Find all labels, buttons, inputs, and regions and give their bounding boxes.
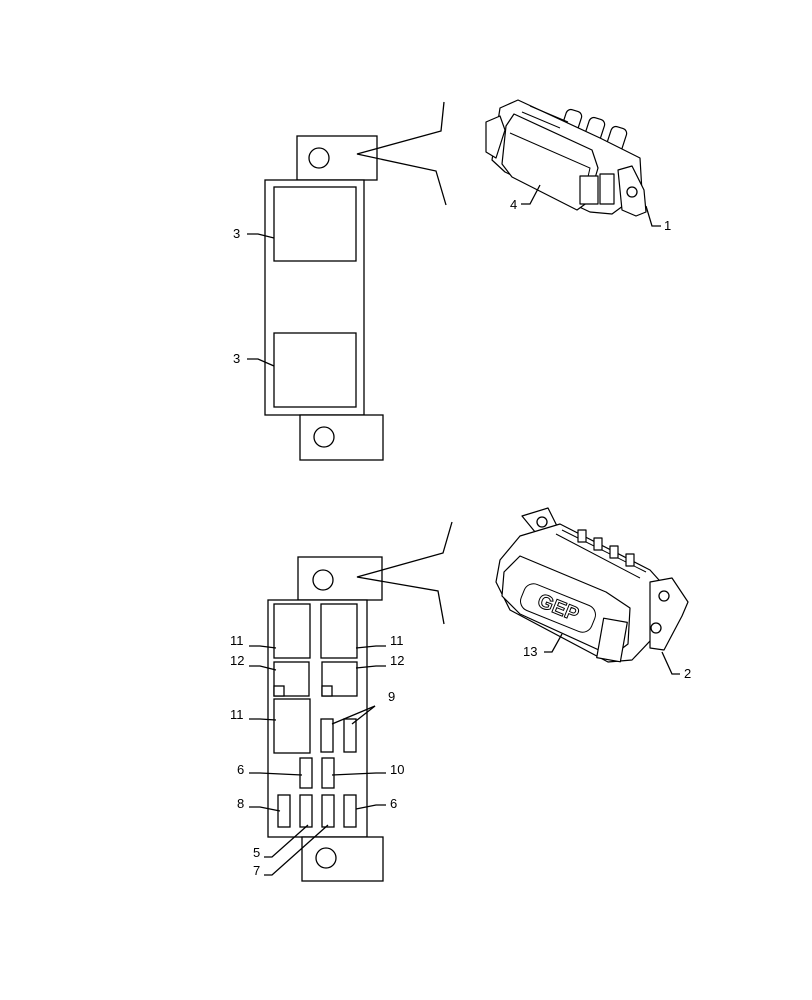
- fuse-9-right: [343, 718, 357, 753]
- lower-cover-illustration: GEP: [495, 507, 689, 663]
- relay-11-left-a: [273, 603, 311, 659]
- lower-bottom-mount-tab: [301, 836, 384, 882]
- fuse-5: [299, 794, 313, 828]
- lower-top-mount-hole: [312, 569, 334, 591]
- fuse-6-mid: [299, 757, 313, 789]
- lower-bracket-screw: [650, 622, 662, 634]
- callout-8: 8: [237, 796, 244, 811]
- lower-cover-lid: [501, 555, 631, 657]
- upper-view-pointer: [356, 101, 447, 206]
- upper-cover-illustration: [485, 99, 647, 217]
- callout-9: 9: [388, 689, 395, 704]
- leader-8: [249, 806, 281, 812]
- leader-4: [521, 184, 541, 205]
- lower-bracket-hole: [658, 590, 670, 602]
- lower-rib-3: [609, 545, 619, 559]
- upper-relay-top: [273, 186, 357, 262]
- upper-mount-bracket: [617, 165, 647, 217]
- callout-11-left-b: 11: [230, 707, 244, 722]
- callout-7: 7: [253, 863, 260, 878]
- callout-11-right: 11: [390, 633, 404, 648]
- upper-bracket-hole: [626, 186, 638, 198]
- upper-top-mount-hole: [308, 147, 330, 169]
- relay-11-left-b: [273, 698, 311, 754]
- fuse-10: [321, 757, 335, 789]
- callout-6-mid: 6: [237, 762, 244, 777]
- upper-top-mount-tab: [296, 135, 378, 181]
- lower-bottom-mount-hole: [315, 847, 337, 869]
- fuse-7: [321, 794, 335, 828]
- micro-relay-12-right-notch: [321, 685, 333, 697]
- upper-right-latch: [579, 175, 599, 205]
- micro-relay-12-left-notch: [273, 685, 285, 697]
- lower-right-latch: [596, 617, 628, 663]
- callout-12-left: 12: [230, 653, 244, 668]
- callout-3-bottom: 3: [233, 351, 240, 366]
- lower-view-pointer: [356, 521, 453, 625]
- upper-bottom-mount-hole: [313, 426, 335, 448]
- lower-mount-bracket: [649, 577, 689, 651]
- upper-bottom-mount-tab: [299, 414, 384, 461]
- leader-3-bottom: [247, 358, 275, 367]
- leader-6-bottom: [355, 804, 386, 810]
- leader-1: [645, 205, 661, 227]
- lower-top-bracket-hole: [536, 516, 548, 528]
- callout-4: 4: [510, 197, 517, 212]
- lower-rib-4: [625, 553, 635, 567]
- callout-3-top: 3: [233, 226, 240, 241]
- callout-5: 5: [253, 845, 260, 860]
- upper-relay-holder: [264, 135, 384, 461]
- leader-9-a: [331, 705, 376, 725]
- leader-10: [331, 772, 386, 776]
- callout-12-right: 12: [390, 653, 404, 668]
- callout-6-bottom: 6: [390, 796, 397, 811]
- callout-10: 10: [390, 762, 404, 777]
- upper-left-latch: [485, 115, 506, 159]
- leader-11-right: [355, 645, 386, 649]
- leader-11-left-b: [249, 718, 277, 721]
- gep-logo-frame: [520, 583, 596, 633]
- upper-relay-bottom: [273, 332, 357, 408]
- leader-13: [544, 633, 563, 653]
- upper-housing-ribs: [521, 105, 569, 129]
- lower-rib-1: [577, 529, 587, 543]
- leader-12-right: [355, 665, 386, 669]
- leader-9-b: [351, 705, 376, 725]
- fuse-6-bottom: [343, 794, 357, 828]
- leader-6-mid: [249, 772, 303, 776]
- lower-fuse-holder: [267, 556, 384, 882]
- leader-2: [661, 651, 680, 675]
- relay-11-right-a: [320, 603, 358, 659]
- callout-1: 1: [664, 218, 671, 233]
- lower-rib-2: [593, 537, 603, 551]
- leader-3-top: [247, 233, 275, 239]
- leader-11-left-a: [249, 645, 277, 649]
- callout-2: 2: [684, 666, 691, 681]
- callout-11-left-a: 11: [230, 633, 244, 648]
- leader-12-left: [249, 665, 277, 671]
- leader-7: [264, 824, 329, 876]
- callout-13: 13: [523, 644, 537, 659]
- leader-5: [264, 824, 309, 858]
- upper-right-clip: [599, 173, 615, 205]
- fuse-9-left: [320, 718, 334, 753]
